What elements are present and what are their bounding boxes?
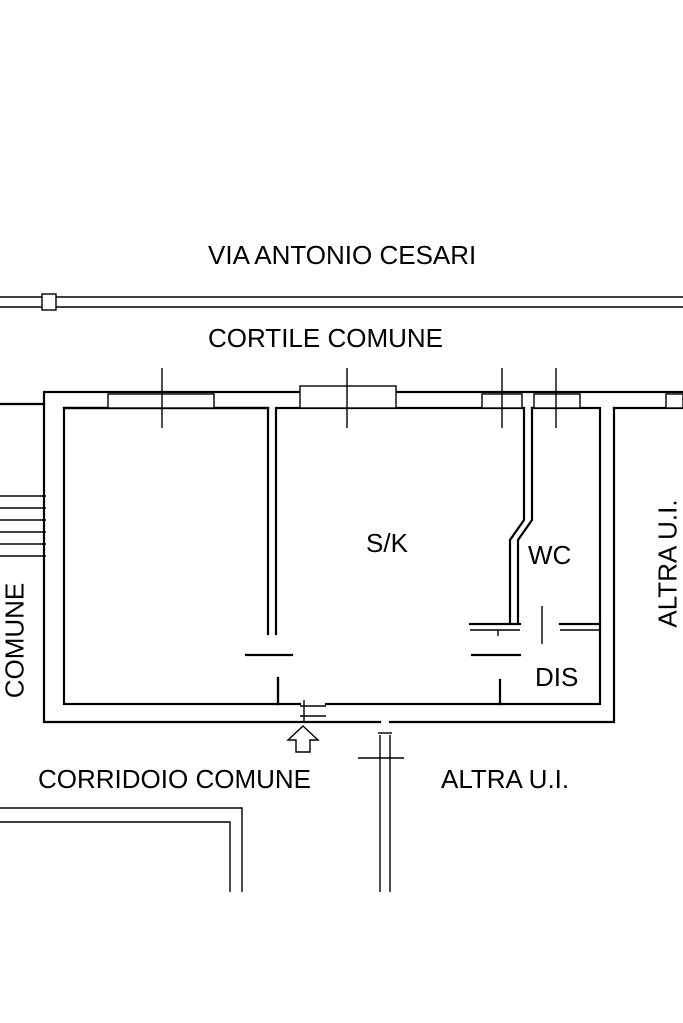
street-line <box>0 293 683 311</box>
courtyard-label: CORTILE COMUNE <box>208 323 443 353</box>
neighbor-bottom-label: ALTRA U.I. <box>441 764 570 794</box>
doors <box>244 606 602 722</box>
corridor-label: CORRIDOIO COMUNE <box>38 764 311 794</box>
stairs-left <box>0 495 46 557</box>
street-label: VIA ANTONIO CESARI <box>208 240 477 270</box>
stair-common-label: COMUNE <box>0 582 30 699</box>
kitchen-label: S/K <box>366 528 408 558</box>
lower-walls <box>0 732 404 892</box>
wc-label: WC <box>528 540 572 570</box>
windows <box>107 368 683 428</box>
neighbor-right-label: ALTRA U.I. <box>652 499 683 628</box>
dis-label: DIS <box>535 662 579 692</box>
exterior-walls <box>0 390 683 724</box>
entrance-arrow-icon <box>286 725 320 753</box>
